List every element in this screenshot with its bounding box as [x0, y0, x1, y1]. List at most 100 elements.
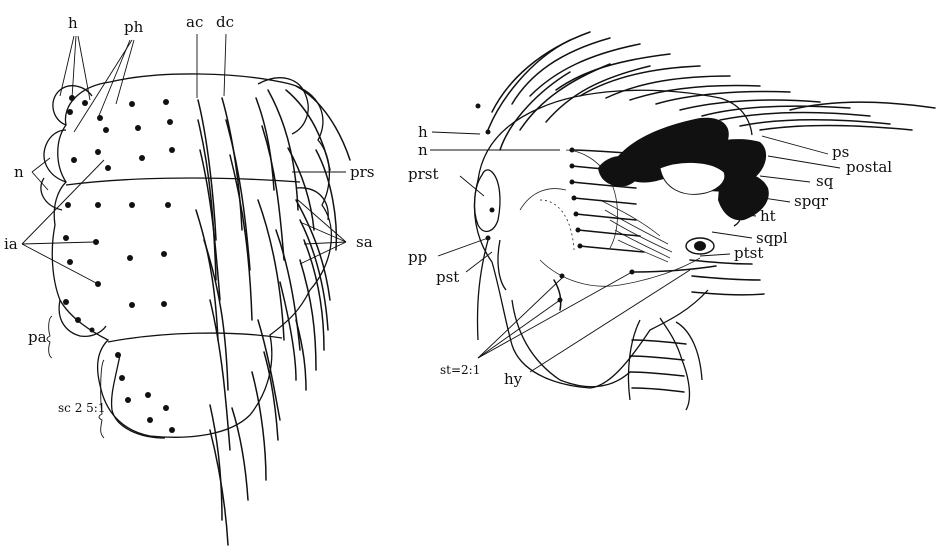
seta-base [67, 259, 73, 265]
seta-base [163, 405, 169, 411]
bristle [574, 198, 636, 204]
bristle [578, 230, 640, 236]
bristle [630, 372, 684, 376]
lateral-thorax-figure [474, 32, 935, 410]
seta-base [63, 235, 69, 241]
label-spqr: spqr [794, 192, 829, 210]
seta-base [570, 148, 575, 153]
seta-base [63, 299, 69, 305]
label-hy: hy [504, 370, 523, 388]
propleuron-neck [477, 240, 488, 340]
bristle [256, 98, 274, 190]
sternopleural-outline [540, 258, 700, 286]
label-ac: ac [186, 13, 203, 31]
leader-st [478, 300, 560, 358]
leader-postal [768, 156, 840, 168]
seta-base [127, 255, 133, 261]
label-h-right: h [418, 123, 428, 141]
bristle [232, 408, 248, 500]
seta-base [95, 149, 101, 155]
propleuron-neck-2 [498, 240, 506, 290]
leader-lines [22, 34, 840, 438]
seta-base [129, 302, 135, 308]
seta-base [139, 155, 145, 161]
leader-h [72, 36, 76, 98]
bristle [630, 266, 716, 272]
seta-base [570, 180, 575, 185]
leader-sa [300, 222, 346, 242]
leader-ia [22, 244, 98, 284]
seta-base [75, 317, 81, 323]
seta-base [105, 165, 111, 171]
leader-pst [466, 252, 492, 272]
leader-sa [300, 242, 346, 264]
seta-base [165, 202, 171, 208]
dorsal-outline [52, 74, 331, 437]
bristle [262, 126, 284, 260]
bristle [556, 54, 670, 90]
bristle [488, 40, 570, 130]
label-pa: pa [28, 328, 47, 346]
seta-base [560, 274, 565, 279]
label-ph: ph [124, 18, 144, 36]
label-n: n [14, 163, 24, 181]
bristle [720, 113, 870, 120]
seta-base [486, 130, 491, 135]
seta-base [167, 119, 173, 125]
dorsal-lobe-notopleural [44, 130, 66, 182]
leader-ia [22, 242, 94, 244]
mesopleuron-suture [520, 189, 566, 210]
dorsal-thorax-figure [41, 74, 350, 545]
label-ht: ht [760, 207, 776, 225]
wing-base-light [660, 162, 725, 194]
label-dc: dc [216, 13, 234, 31]
leader-ia [22, 160, 104, 244]
label-pst: pst [436, 268, 459, 286]
leader-h-right [432, 132, 480, 134]
bristle [630, 86, 760, 100]
label-sa: sa [356, 233, 373, 251]
label-postal: postal [846, 158, 892, 176]
leader-sq [760, 176, 810, 182]
transverse-suture [66, 178, 300, 185]
label-ia: ia [4, 235, 18, 253]
coxa-outline [628, 318, 702, 410]
label-pp: pp [408, 248, 427, 266]
seta-base [97, 115, 103, 121]
seta-base [82, 100, 88, 106]
seta-base [103, 127, 109, 133]
hair-tufts [600, 200, 672, 262]
bristle [630, 356, 684, 360]
brace-sc [99, 360, 104, 438]
seta-base [71, 157, 77, 163]
label-n-right: n [418, 141, 428, 159]
bristle [576, 214, 636, 220]
bristle [210, 430, 228, 545]
seta-base [169, 147, 175, 153]
dorsal-bristles [196, 86, 350, 545]
leader-pp [438, 238, 488, 256]
seta-base [161, 251, 167, 257]
seta-base [129, 202, 135, 208]
seta-base [490, 208, 495, 213]
seta-base [67, 109, 73, 115]
dorsal-lobe-postalar [59, 300, 106, 336]
seta-bases [63, 95, 175, 433]
seta-base [169, 427, 175, 433]
seta-base [129, 101, 135, 107]
bristle [316, 150, 336, 250]
label-ptst: ptst [734, 244, 763, 262]
seta-base [570, 164, 575, 169]
leader-n [32, 158, 50, 172]
dorsal-outline-tip [112, 355, 165, 438]
leader-ph [116, 40, 134, 104]
leader-prst [460, 176, 484, 196]
brace-pa [47, 316, 52, 358]
seta-base [125, 397, 131, 403]
label-sq: sq [816, 172, 834, 190]
bristle [692, 292, 764, 295]
leader-ps [762, 136, 828, 154]
label-h: h [68, 14, 78, 32]
lateral-lower-outline [512, 300, 630, 387]
